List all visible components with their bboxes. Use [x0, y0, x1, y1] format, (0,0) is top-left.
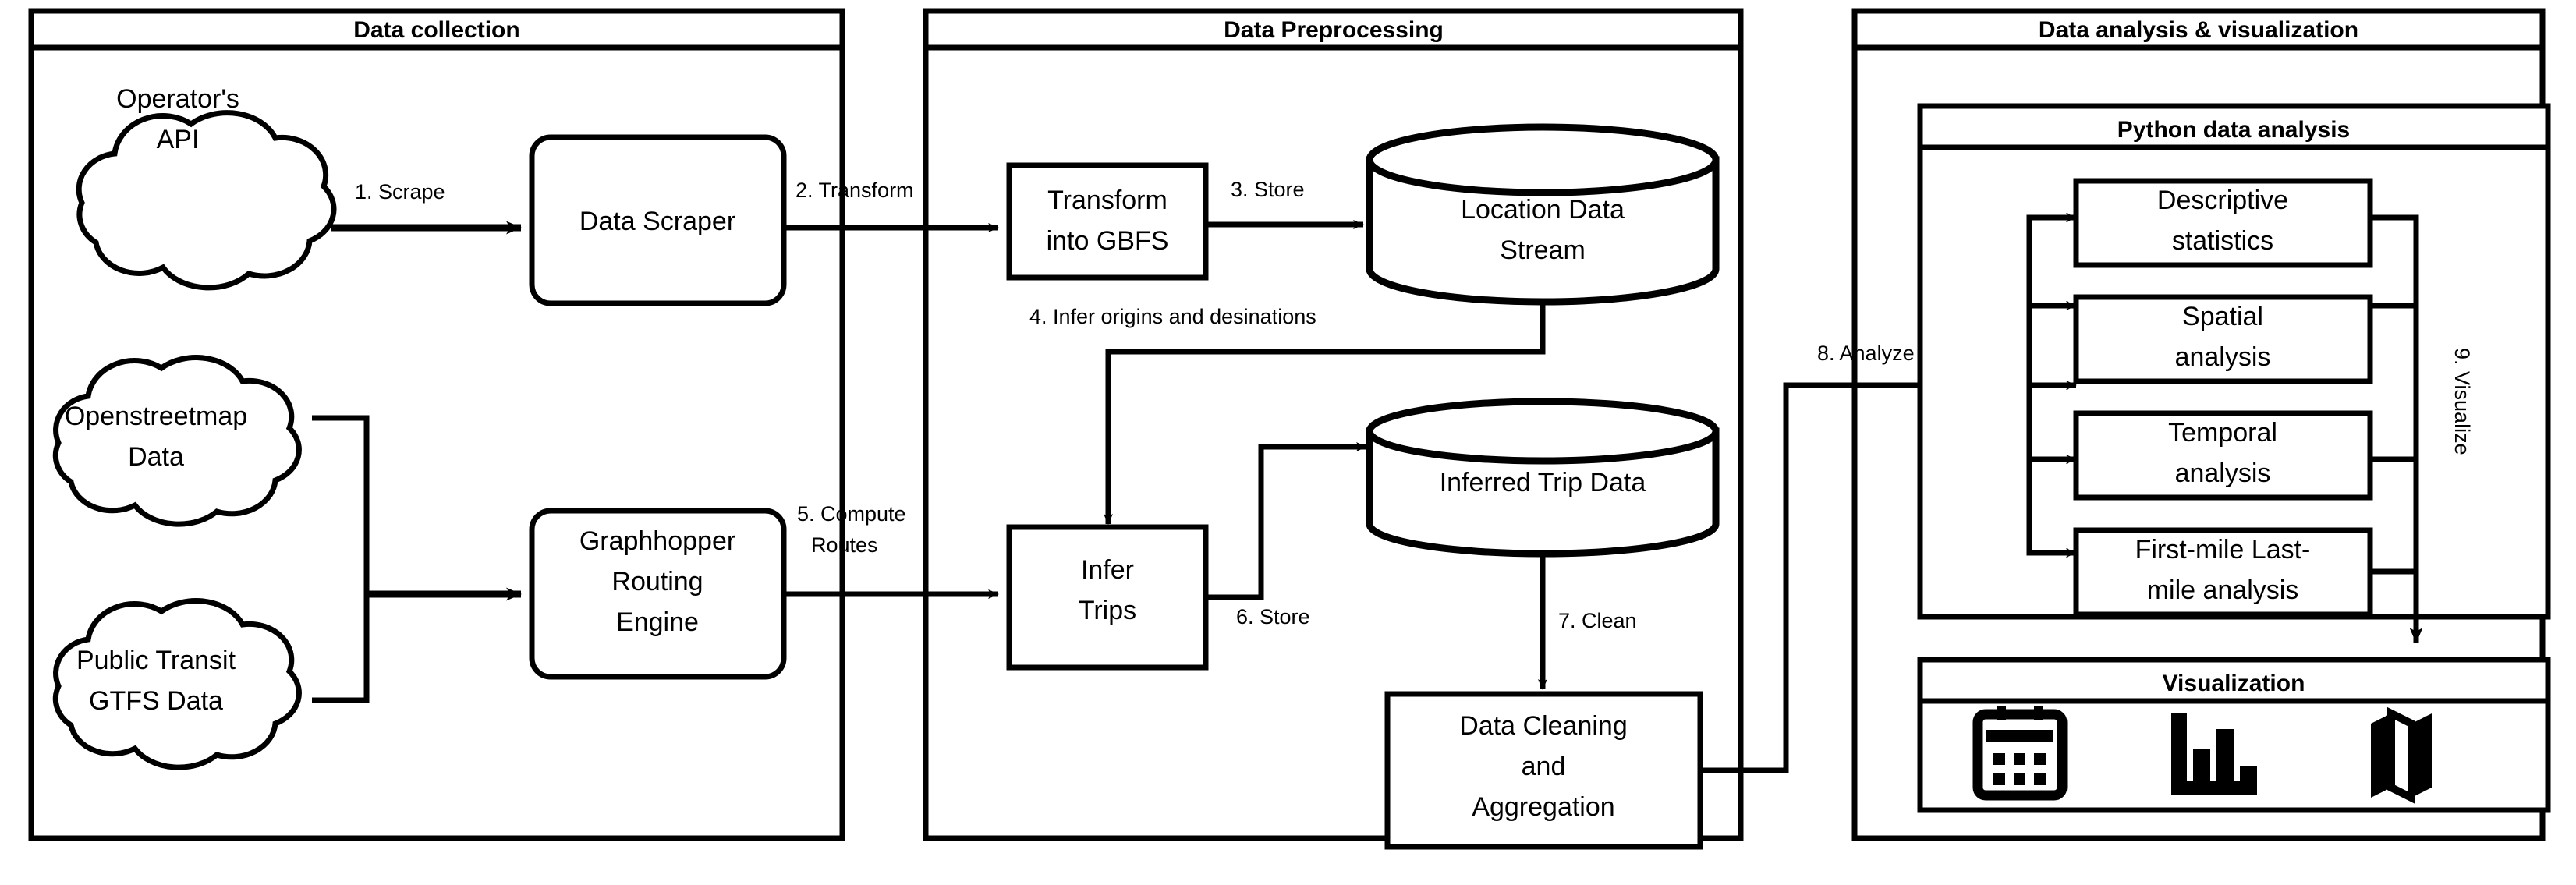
edge-8-analyze: 8. Analyze	[1700, 342, 2029, 773]
node-label-cleaning-line1: Data Cleaning	[1459, 711, 1627, 741]
edge-label-3-store: 3. Store	[1231, 178, 1305, 201]
node-label-location-stream-line2: Stream	[1500, 235, 1586, 265]
panel-title-data-analysis: Data analysis & visualization	[2039, 17, 2358, 43]
node-label-data-scraper: Data Scraper	[579, 207, 735, 236]
node-label-graphhopper-line2: Routing	[611, 567, 703, 596]
node-inferred-trip-data[interactable]: Inferred Trip Data	[1366, 398, 1720, 558]
node-data-scraper[interactable]: Data Scraper	[529, 134, 787, 306]
panel-title-data-collection: Data collection	[353, 17, 519, 43]
node-openstreetmap-data[interactable]: Openstreetmap Data	[52, 355, 302, 527]
node-spatial-analysis[interactable]: Spatial analysis	[2073, 294, 2373, 384]
edge-label-5-routes: Routes	[811, 533, 878, 557]
node-operators-api[interactable]: Operator's API	[76, 84, 337, 291]
node-label-openstreetmap-line1: Openstreetmap	[65, 402, 247, 431]
node-label-temporal-line1: Temporal	[2168, 418, 2277, 448]
node-public-transit-gtfs-data[interactable]: Public Transit GTFS Data	[52, 598, 302, 770]
node-label-spatial-line2: analysis	[2175, 342, 2271, 372]
node-label-openstreetmap-line2: Data	[128, 442, 184, 472]
edge-label-5-compute: 5. Compute	[797, 502, 906, 526]
edge-3-store: 3. Store	[1206, 178, 1364, 229]
subpanel-title-python-data-analysis: Python data analysis	[2117, 117, 2350, 143]
node-temporal-analysis[interactable]: Temporal analysis	[2073, 410, 2373, 501]
edge-6-store: 6. Store	[1206, 442, 1367, 628]
node-infer-trips[interactable]: Infer Trips	[1006, 524, 1209, 671]
node-first-mile-last-mile-analysis[interactable]: First-mile Last- mile analysis	[2073, 527, 2373, 618]
node-label-operators-api-line1: Operator's	[116, 84, 239, 114]
node-label-gtfs-line1: Public Transit	[76, 646, 236, 675]
panel-title-data-preprocessing: Data Preprocessing	[1224, 17, 1444, 43]
edge-1-scrape: 1. Scrape	[331, 180, 522, 235]
node-label-infer-trips-line2: Trips	[1079, 596, 1136, 625]
node-label-infer-trips-line1: Infer	[1081, 555, 1134, 585]
edge-7-clean: 7. Clean	[1538, 550, 1637, 690]
panel-data-preprocessing: Data Preprocessing	[923, 8, 1744, 841]
node-label-graphhopper-line1: Graphhopper	[579, 526, 735, 556]
node-label-inferred-trip-data: Inferred Trip Data	[1440, 468, 1646, 497]
bar-chart-icon	[2171, 713, 2257, 795]
node-label-fmlm-line1: First-mile Last-	[2135, 535, 2311, 565]
node-label-temporal-line2: analysis	[2175, 458, 2271, 488]
edge-5-compute-routes: 5. Compute Routes	[784, 502, 999, 599]
edge-label-2-transform: 2. Transform	[795, 179, 914, 202]
panel-data-analysis-visualization: Data analysis & visualization	[1851, 8, 2546, 841]
edge-label-7-clean: 7. Clean	[1558, 609, 1637, 632]
node-data-cleaning-and-aggregation[interactable]: Data Cleaning and Aggregation	[1384, 691, 1703, 850]
node-location-data-stream[interactable]: Location Data Stream	[1366, 123, 1720, 306]
edge-4-infer-origins: 4. Infer origins and desinations	[1029, 303, 1546, 525]
edge-analysis-fanout	[2026, 213, 2077, 558]
node-label-descriptive-line2: statistics	[2172, 226, 2273, 256]
calendar-icon	[1972, 706, 2068, 801]
node-label-fmlm-line2: mile analysis	[2147, 575, 2299, 605]
edge-label-6-store: 6. Store	[1236, 605, 1310, 628]
node-label-transform-line1: Transform	[1047, 186, 1168, 215]
map-icon	[2371, 706, 2432, 805]
node-label-spatial-line1: Spatial	[2182, 302, 2263, 331]
node-label-cleaning-line3: Aggregation	[1472, 792, 1614, 822]
node-label-gtfs-line2: GTFS Data	[89, 686, 223, 716]
node-graphhopper-routing-engine[interactable]: Graphhopper Routing Engine	[529, 508, 787, 680]
node-label-graphhopper-line3: Engine	[616, 607, 699, 637]
node-label-transform-line2: into GBFS	[1047, 226, 1169, 256]
edge-2-transform: 2. Transform	[784, 179, 999, 232]
node-label-cleaning-line2: and	[1522, 752, 1566, 781]
edge-label-8-analyze: 8. Analyze	[1817, 342, 1915, 365]
node-label-operators-api-line2: API	[157, 125, 200, 154]
edge-label-9-visualize: 9. Visualize	[2450, 348, 2474, 455]
edge-sources-to-graphhopper	[312, 415, 522, 703]
node-label-descriptive-line1: Descriptive	[2157, 186, 2288, 215]
subpanel-title-visualization: Visualization	[2163, 671, 2305, 696]
edge-label-1-scrape: 1. Scrape	[355, 180, 445, 204]
node-label-location-stream-line1: Location Data	[1461, 195, 1625, 225]
edge-9-visualize: 9. Visualize	[2370, 214, 2474, 643]
node-descriptive-statistics[interactable]: Descriptive statistics	[2073, 178, 2373, 268]
edge-label-4-infer: 4. Infer origins and desinations	[1029, 305, 1316, 328]
node-transform-into-gbfs[interactable]: Transform into GBFS	[1006, 162, 1209, 281]
